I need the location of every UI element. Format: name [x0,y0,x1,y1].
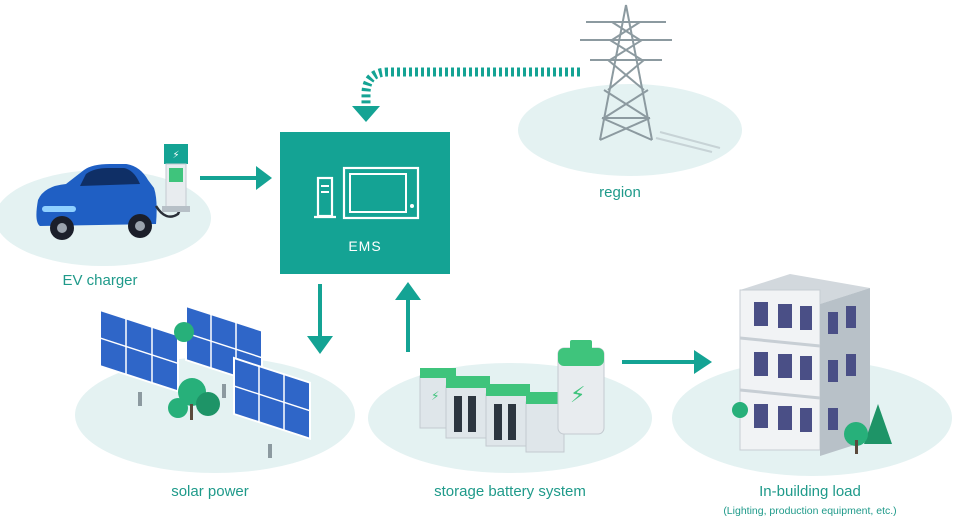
monitor-icon [342,166,420,220]
ems-label: EMS [348,238,382,254]
charging-station-icon: ⚡ [154,144,190,218]
svg-text:⚡: ⚡ [172,150,179,161]
region-to-ems-arrow [352,67,580,122]
transmission-tower-icon [580,4,721,153]
ems-to-solar-arrow [307,284,333,354]
storage-battery-label: storage battery system [434,483,586,500]
region-label: region [599,184,641,201]
building-load-label: In-building load [759,483,861,500]
ev-car-icon [36,164,157,240]
svg-text:⚡: ⚡ [431,389,439,403]
solar-ground [75,357,355,473]
storage-to-building-arrow [622,350,712,374]
svg-text:⚡: ⚡ [570,383,585,408]
ems-box [280,132,450,274]
solar-panel-icon [99,304,311,458]
solar-power-label: solar power [171,483,249,500]
ev-to-ems-arrow [200,166,272,190]
storage-to-ems-arrow [395,282,421,352]
tree-icon [168,322,220,420]
ev-charger-label: EV charger [62,272,138,289]
storage-battery-icon: ⚡ ⚡ [419,340,605,453]
building-icon [732,274,892,456]
building-load-sublabel: (Lighting, production equipment, etc.) [723,505,897,517]
